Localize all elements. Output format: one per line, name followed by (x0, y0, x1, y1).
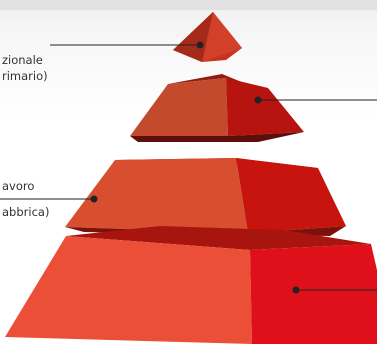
connector-dot-tier-1 (196, 41, 204, 49)
tier-3-label: avoro abbrica) (2, 178, 49, 220)
tier-3-label-line-2: abbrica) (2, 205, 50, 219)
pyramid-tier-4 (5, 226, 377, 344)
connector-dot-tier-3 (90, 195, 98, 203)
pyramid-tier-1 (173, 12, 242, 62)
tier-1-label-line-2: rimario) (2, 69, 48, 83)
header-strip (0, 0, 377, 10)
pyramid-tier-2 (130, 74, 304, 142)
tier-3-label-line-1: avoro (2, 179, 35, 193)
tier-1-label: zionale rimario) (2, 52, 48, 84)
connector-dot-tier-2 (254, 96, 262, 104)
pyramid-tier-3 (65, 158, 346, 236)
tier-1-label-line-1: zionale (2, 53, 43, 67)
connector-lines (0, 41, 377, 294)
connector-dot-tier-4 (292, 286, 300, 294)
